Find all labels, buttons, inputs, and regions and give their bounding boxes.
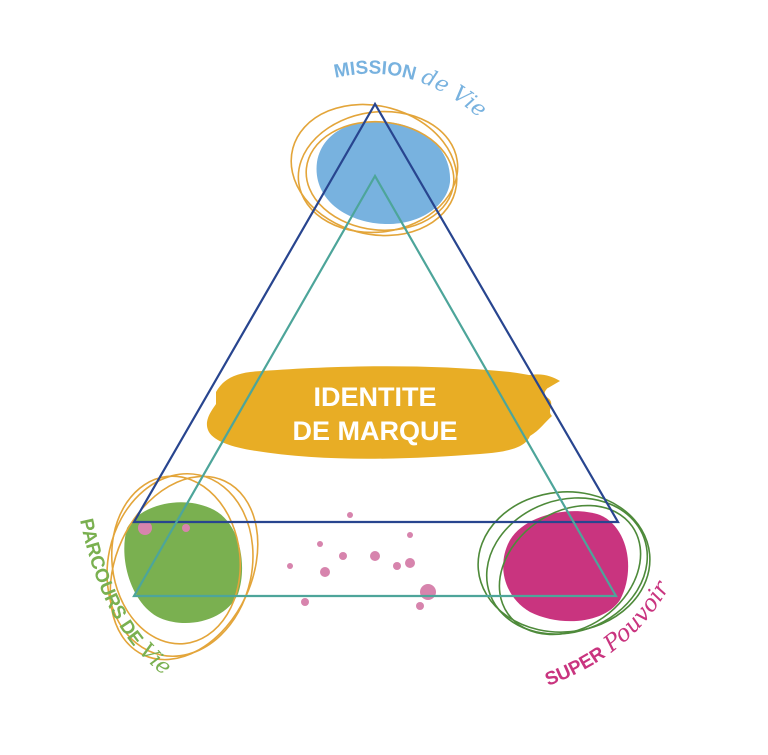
mission-caps-text: MISSION bbox=[332, 58, 418, 85]
paint-dot bbox=[339, 552, 347, 560]
center-title-line2: DE MARQUE bbox=[292, 416, 457, 446]
super-paint-blob bbox=[503, 511, 629, 622]
inner-triangle bbox=[132, 173, 618, 598]
paint-dot bbox=[416, 602, 424, 610]
outer-triangle bbox=[132, 101, 620, 524]
paint-dot bbox=[420, 584, 436, 600]
paint-dot bbox=[138, 521, 152, 535]
paint-dot bbox=[347, 512, 353, 518]
paint-dot bbox=[287, 563, 293, 569]
paint-dot bbox=[182, 524, 190, 532]
scribble-ring bbox=[477, 491, 651, 633]
center-title-line1: IDENTITE bbox=[313, 382, 436, 412]
paint-dot bbox=[317, 541, 323, 547]
paint-dot bbox=[393, 562, 401, 570]
paint-dot bbox=[405, 558, 415, 568]
paint-dot bbox=[320, 567, 330, 577]
mission-de-vie-label: MISSIONde Vie bbox=[332, 58, 491, 123]
parcours-script-text: Vie bbox=[134, 638, 176, 680]
mission-script-text: de Vie bbox=[418, 64, 492, 122]
scribble-ring bbox=[106, 472, 254, 658]
scribble-ring bbox=[290, 103, 458, 237]
paint-dot bbox=[301, 598, 309, 606]
paint-dot bbox=[370, 551, 380, 561]
paint-dot bbox=[407, 532, 413, 538]
parcours-paint-blob bbox=[124, 502, 243, 624]
super-caps-text: SUPER bbox=[542, 643, 609, 691]
scribble-circles bbox=[106, 103, 651, 661]
